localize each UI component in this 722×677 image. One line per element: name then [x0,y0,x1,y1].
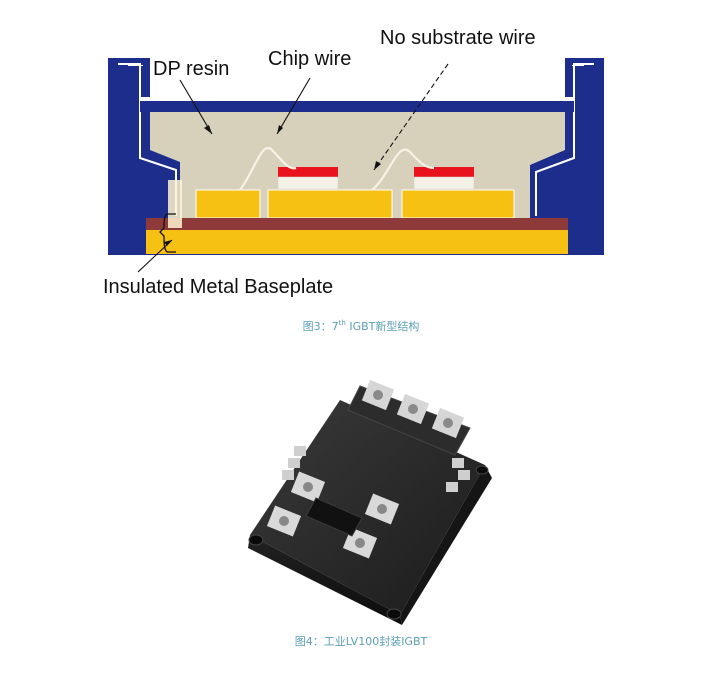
igbt-cross-section-diagram: DP resin Chip wire No substrate wire Ins… [103,27,604,298]
signal-terminal [288,458,300,468]
mounting-hole [248,534,264,546]
label-no-substrate-wire: No substrate wire [380,27,536,49]
signal-terminal [458,470,470,480]
figure3-caption: 图3：7th IGBT新型结构 [0,318,722,334]
copper-pad-middle [267,189,393,219]
figure4-caption: 图4：工业LV100封装IGBT [294,635,428,648]
label-chip-wire: Chip wire [268,48,351,70]
insulator-layer [146,218,568,230]
metal-baseplate [146,230,568,254]
left-signal-terminals [282,446,306,480]
lid-bar [140,101,574,112]
arrow-dp-resin-head [204,125,212,134]
baseplate-glow [168,180,182,228]
terminal-screw [443,418,453,428]
copper-pad-left [195,189,261,219]
terminal-screw [303,482,313,492]
terminal-screw [373,390,383,400]
center-bus-bar [305,497,363,537]
arrow-baseplate [137,239,173,273]
lid-bar-highlight [140,97,574,101]
signal-terminal [446,482,458,492]
chip-white-left [277,176,339,190]
module-right-side [400,465,492,625]
terminal-screw [279,516,289,526]
module-top-face [250,400,485,615]
chip-red-left [278,167,338,177]
figure3-caption-sup: th [338,319,346,327]
chip-red-right [414,167,474,177]
chip-wire-right [371,148,435,191]
figure3-caption-prefix: 图3：7 [302,320,339,333]
copper-pad-right [401,189,515,219]
arrow-baseplate-head [164,240,172,246]
inner-outline-right [535,63,594,216]
label-insulated-metal-baseplate: Insulated Metal Baseplate [103,276,333,298]
signal-terminal [294,446,306,456]
signal-terminal [452,458,464,468]
chip-white-right [413,176,475,190]
chip-wire-left [239,146,297,191]
mounting-hole [386,608,402,620]
baseplate-brace [159,213,176,253]
terminal-screw [377,504,387,514]
arrow-chip-wire-head [277,125,283,134]
bottom-terminals [266,471,400,559]
lv100-igbt-module-photo [248,379,492,625]
terminal-screw [355,538,365,548]
arrow-chip-wire [276,77,311,135]
signal-terminal [282,470,294,480]
figure3-caption-suffix: IGBT新型结构 [345,320,420,333]
case-side-left [108,58,128,255]
mounting-hole [475,465,489,475]
module-front-side [248,535,402,625]
arrow-no-substrate-wire [373,63,449,171]
arrow-dp-resin [179,79,213,135]
case-side-right [584,58,604,255]
label-dp-resin: DP resin [153,58,229,80]
right-signal-terminals [446,458,470,492]
top-terminals [361,379,465,439]
terminal-screw [408,404,418,414]
arrow-no-substrate-wire-head [374,161,381,170]
